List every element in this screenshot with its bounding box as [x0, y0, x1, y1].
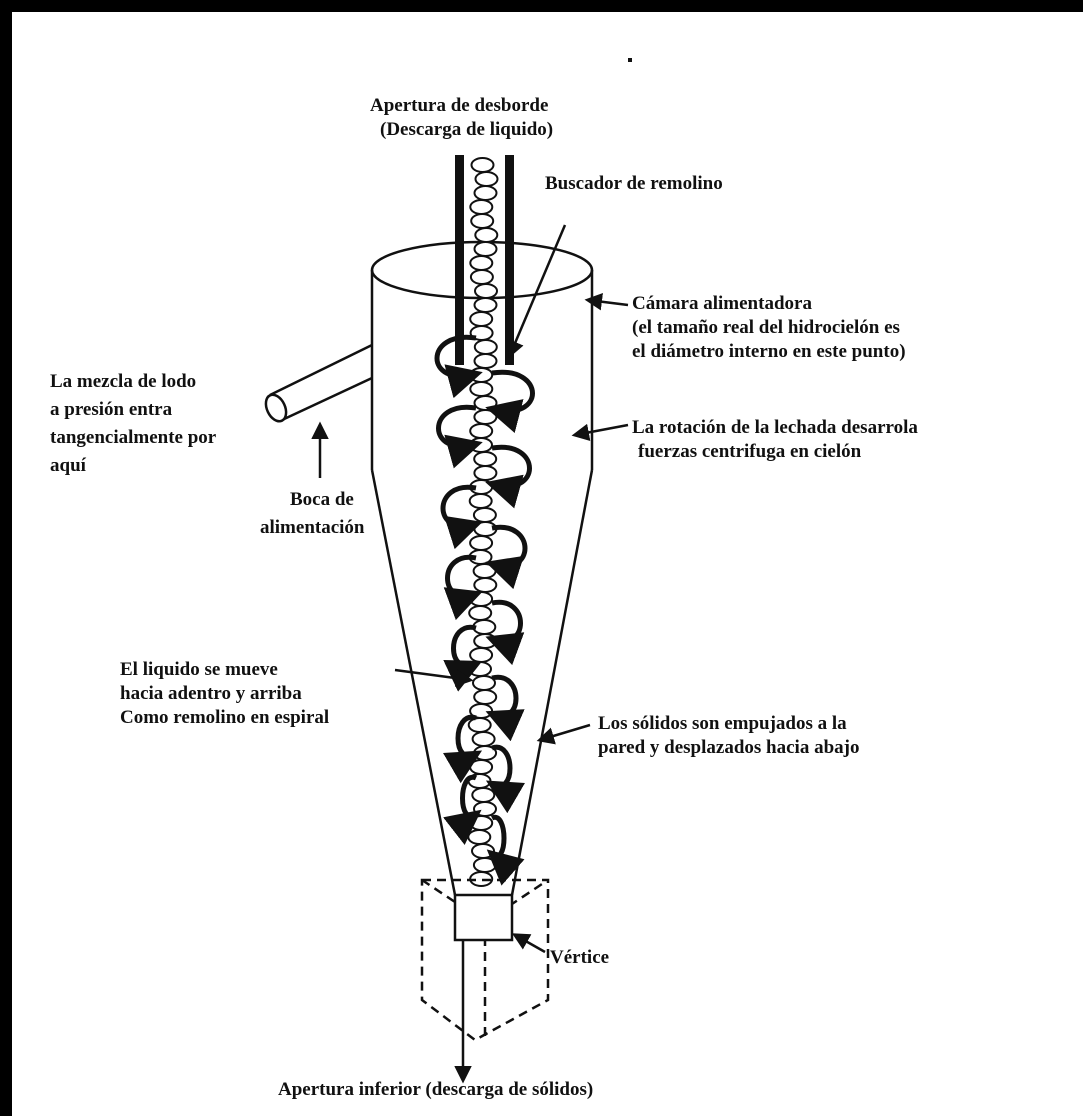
- vortex-ring: [474, 452, 496, 466]
- label-solids-motion: Los sólidos son empujados a la pared y d…: [598, 712, 859, 760]
- swirl-arrow: [492, 447, 530, 486]
- vortex-ring: [470, 200, 492, 214]
- vortex-ring: [469, 718, 491, 732]
- vortex-ring: [474, 466, 496, 480]
- label-line: Boca de: [290, 486, 365, 514]
- vortex-ring: [474, 802, 496, 816]
- label-line: Los sólidos son empujados a la: [598, 712, 859, 736]
- vortex-ring: [475, 340, 497, 354]
- label-apex: Vértice: [550, 946, 609, 970]
- vortex-ring: [474, 578, 496, 592]
- vortex-ring: [475, 284, 497, 298]
- vortex-ring: [470, 256, 492, 270]
- vortex-ring: [473, 620, 495, 634]
- apex-housing: [422, 880, 548, 1040]
- label-underflow-opening: Apertura inferior (descarga de sólidos): [278, 1078, 593, 1102]
- swirl-arrow: [492, 372, 533, 411]
- label-line: aquí: [50, 452, 216, 480]
- label-line: tangencialmente por: [50, 424, 216, 452]
- vortex-ring: [475, 228, 497, 242]
- label-liquid-motion: El liquido se mueve hacia adentro y arri…: [120, 658, 329, 730]
- label-line: Apertura inferior (descarga de sólidos): [278, 1078, 593, 1102]
- vortex-ring: [475, 354, 497, 368]
- vortex-ring: [474, 690, 496, 704]
- label-line: hacia adentro y arriba: [120, 682, 329, 706]
- vortex-ring: [470, 760, 492, 774]
- label-line: Vértice: [550, 946, 609, 970]
- label-feed-inlet: Boca de alimentación: [260, 486, 365, 542]
- label-line: (Descarga de liquido): [380, 118, 553, 142]
- vortex-ring: [473, 732, 495, 746]
- swirl-arrow: [448, 557, 477, 596]
- label-line: a presión entra: [50, 396, 216, 424]
- label-line: Apertura de desborde: [370, 94, 553, 118]
- swirl-arrow: [492, 602, 521, 641]
- vortex-ring: [474, 858, 496, 872]
- label-overflow-opening: Apertura de desborde (Descarga de liquid…: [370, 94, 553, 142]
- vortex-ring: [476, 172, 498, 186]
- label-line: El liquido se mueve: [120, 658, 329, 682]
- vortex-ring: [469, 606, 491, 620]
- vortex-ring: [475, 242, 497, 256]
- label-line: Cámara alimentadora: [632, 292, 906, 316]
- vortex-ring: [470, 424, 492, 438]
- vortex-ring: [468, 830, 490, 844]
- label-line: pared y desplazados hacia abajo: [598, 736, 859, 760]
- vortex-ring: [474, 410, 496, 424]
- vortex-ring: [471, 270, 493, 284]
- label-line: el diámetro interno en este punto): [632, 340, 906, 364]
- label-line: fuerzas centrifuga en cielón: [638, 440, 918, 464]
- swirl-arrow: [492, 527, 525, 566]
- feed-inlet-pipe: [262, 345, 372, 424]
- label-line: (el tamaño real del hidrocielón es: [632, 316, 906, 340]
- label-rotation: La rotación de la lechada desarrola fuer…: [632, 416, 918, 464]
- label-slurry-mix: La mezcla de lodo a presión entra tangen…: [50, 368, 216, 480]
- swirl-arrow: [439, 407, 477, 446]
- vortex-ring: [470, 648, 492, 662]
- vortex-ring: [475, 298, 497, 312]
- vortex-ring: [473, 676, 495, 690]
- swirl-arrow: [443, 487, 476, 526]
- stray-dot: [628, 58, 632, 62]
- label-feed-chamber: Cámara alimentadora (el tamaño real del …: [632, 292, 906, 364]
- vortex-ring: [475, 186, 497, 200]
- label-line: La rotación de la lechada desarrola: [632, 416, 918, 440]
- vortex-ring: [470, 312, 492, 326]
- vortex-ring: [471, 214, 493, 228]
- vortex-ring: [470, 536, 492, 550]
- label-vortex-finder: Buscador de remolino: [545, 172, 723, 196]
- vortex-ring: [474, 508, 496, 522]
- vortex-ring: [472, 788, 494, 802]
- label-line: La mezcla de lodo: [50, 368, 216, 396]
- vortex-ring: [470, 494, 492, 508]
- label-line: Como remolino en espiral: [120, 706, 329, 730]
- vortex-ring: [470, 382, 492, 396]
- vortex-ring: [472, 158, 494, 172]
- label-line: Buscador de remolino: [545, 172, 723, 196]
- label-line: alimentación: [260, 514, 365, 542]
